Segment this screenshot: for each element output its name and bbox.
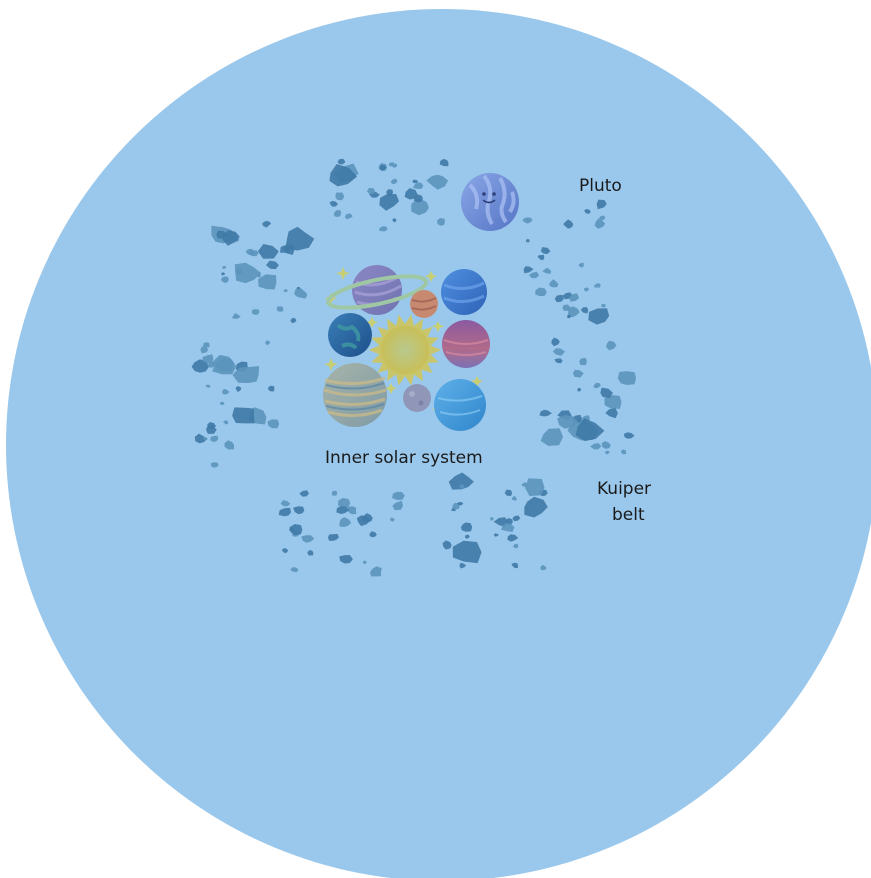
star-icon <box>432 321 444 332</box>
pluto-label: Pluto <box>579 176 622 196</box>
mercury-icon <box>403 384 431 412</box>
inner-solar-system-label: Inner solar system <box>325 448 483 468</box>
asteroid-cluster-icon <box>211 220 315 324</box>
kuiper-belt <box>191 158 636 577</box>
asteroid-cluster-icon <box>539 337 636 455</box>
asteroid-cluster-icon <box>522 199 610 325</box>
saturn-icon <box>326 265 428 315</box>
star-icon <box>366 317 378 328</box>
star-icon <box>336 267 350 280</box>
background-disc <box>6 9 871 878</box>
earth-icon <box>328 313 372 357</box>
star-icon <box>425 271 437 282</box>
venus-icon <box>442 320 490 368</box>
asteroid-cluster-icon <box>329 158 449 232</box>
neptune-icon <box>434 379 486 431</box>
mars-icon <box>410 290 438 318</box>
inner-solar-system <box>323 265 490 431</box>
kuiper-label-line1: Kuiper <box>597 479 651 499</box>
star-icon <box>471 376 483 387</box>
jupiter-icon <box>323 363 387 427</box>
sun-icon <box>369 314 441 386</box>
star-icon <box>324 358 338 371</box>
asteroid-cluster-icon <box>442 472 548 571</box>
uranus-icon <box>441 269 487 315</box>
star-icon <box>385 383 397 394</box>
asteroid-cluster-icon <box>191 340 280 468</box>
asteroid-cluster-icon <box>278 490 405 577</box>
pluto-planet-icon <box>461 173 519 231</box>
kuiper-label-line2: belt <box>612 505 645 525</box>
